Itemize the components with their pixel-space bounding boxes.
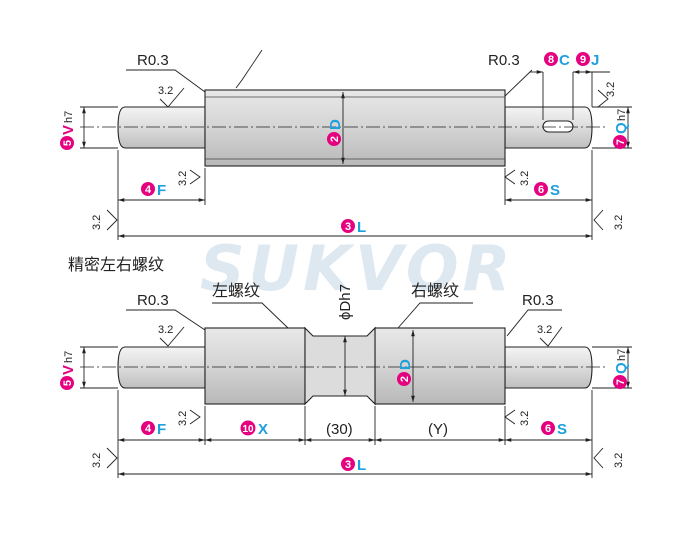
svg-text:8: 8 [548,54,554,66]
svg-text:3: 3 [345,221,351,233]
bottom-roughness-mid-left: 3.2 [177,409,201,426]
svg-text:V: V [60,365,77,375]
svg-text:C: C [559,52,570,69]
svg-text:3.2: 3.2 [177,171,189,186]
svg-text:5: 5 [62,140,74,146]
top-F-label: 4 F [141,182,166,199]
mid-dim-label: (30) [326,421,353,438]
svg-text:2: 2 [399,376,411,382]
svg-text:h7: h7 [616,349,628,361]
bottom-X-label: 10 X [240,420,268,438]
svg-text:2: 2 [329,136,341,142]
top-roughness-L-right: 3.2 [593,209,625,231]
phi-D-label: ϕDh7 [337,284,354,320]
svg-text:5: 5 [62,380,74,386]
svg-text:3.2: 3.2 [613,453,625,468]
top-radius-right: R0.3 [488,52,520,69]
svg-text:4: 4 [145,423,152,435]
bottom-left-thread [204,327,306,405]
bottom-right-shaft [504,346,593,389]
svg-text:6: 6 [538,184,544,196]
section-title: 精密左右螺纹 [68,255,164,274]
bottom-D-label: 2 D [397,359,414,386]
svg-text:7: 7 [615,139,627,145]
svg-text:L: L [357,457,366,474]
svg-text:6: 6 [545,423,551,435]
top-roughness-mid-right: 3.2 [504,169,531,186]
bottom-roughness-mid-right: 3.2 [504,409,531,426]
watermark: SUKVOR [200,232,514,305]
top-keyway [542,120,574,133]
svg-text:3.2: 3.2 [613,215,625,230]
svg-text:h7: h7 [616,109,628,121]
bottom-radius-left: R0.3 [137,292,169,309]
svg-text:3.2: 3.2 [91,453,103,468]
left-thread-label: 左螺纹 [212,281,260,300]
bottom-radius-right: R0.3 [522,292,554,309]
bottom-left-shaft [117,346,206,389]
top-radius-left: R0.3 [137,52,169,69]
svg-text:10: 10 [242,424,254,435]
top-roughness-mark [235,49,263,89]
top-L-label: 3 L [341,219,366,236]
top-S-label: 6 S [534,182,560,199]
bottom-V-label: 5 V h7 [60,351,77,390]
top-Q-label: 7 Q h7 [613,109,630,149]
svg-text:h7: h7 [63,111,75,123]
svg-text:F: F [157,182,166,199]
bottom-roughness-L-right: 3.2 [593,447,625,469]
bottom-roughness-left: 3.2 [158,324,185,347]
svg-text:3.2: 3.2 [519,411,531,426]
svg-text:9: 9 [580,54,586,66]
bottom-roughness-right: 3.2 [537,324,563,347]
top-V-label: 5 V h7 [60,111,77,150]
top-roughness-L-left: 3.2 [91,209,118,231]
svg-text:3.2: 3.2 [519,171,531,186]
svg-text:4: 4 [145,184,152,196]
right-thread-label: 右螺纹 [411,281,459,300]
top-D-label: 2 D [327,119,344,146]
svg-text:3.2: 3.2 [91,215,103,230]
svg-text:D: D [327,119,344,130]
svg-text:3.2: 3.2 [158,324,173,336]
top-J-label: 9 J [576,52,599,69]
bottom-L-label: 3 L [341,457,366,474]
bottom-F-label: 4 F [141,421,166,438]
bottom-roughness-L-left: 3.2 [91,447,118,469]
svg-text:3: 3 [345,459,351,471]
top-roughness-right: 3.2 [597,82,617,108]
svg-text:h7: h7 [63,351,75,363]
top-left-shaft [117,106,206,149]
bottom-middle-section [304,326,376,406]
svg-text:7: 7 [615,379,627,385]
bottom-right-thread [374,327,506,405]
svg-text:L: L [357,219,366,236]
svg-text:S: S [557,421,567,438]
svg-text:Q: Q [613,122,630,134]
svg-text:D: D [397,359,414,370]
svg-text:X: X [258,421,268,438]
svg-text:Q: Q [613,362,630,374]
top-C-label: 8 C [544,52,570,69]
top-roughness-left: 3.2 [158,85,185,108]
bottom-S-label: 6 S [541,421,567,438]
svg-text:V: V [60,125,77,135]
bottom-part [80,326,605,406]
svg-text:3.2: 3.2 [158,85,173,97]
bottom-Q-label: 7 Q h7 [613,349,630,389]
top-main-body [204,89,506,167]
svg-text:3.2: 3.2 [177,411,189,426]
svg-text:3.2: 3.2 [537,324,552,336]
svg-text:S: S [550,182,560,199]
svg-text:F: F [157,421,166,438]
Y-dim-label: (Y) [428,421,448,438]
top-part [80,89,605,167]
top-roughness-mid-left: 3.2 [177,169,201,186]
svg-text:J: J [591,52,599,69]
svg-text:3.2: 3.2 [605,82,617,97]
